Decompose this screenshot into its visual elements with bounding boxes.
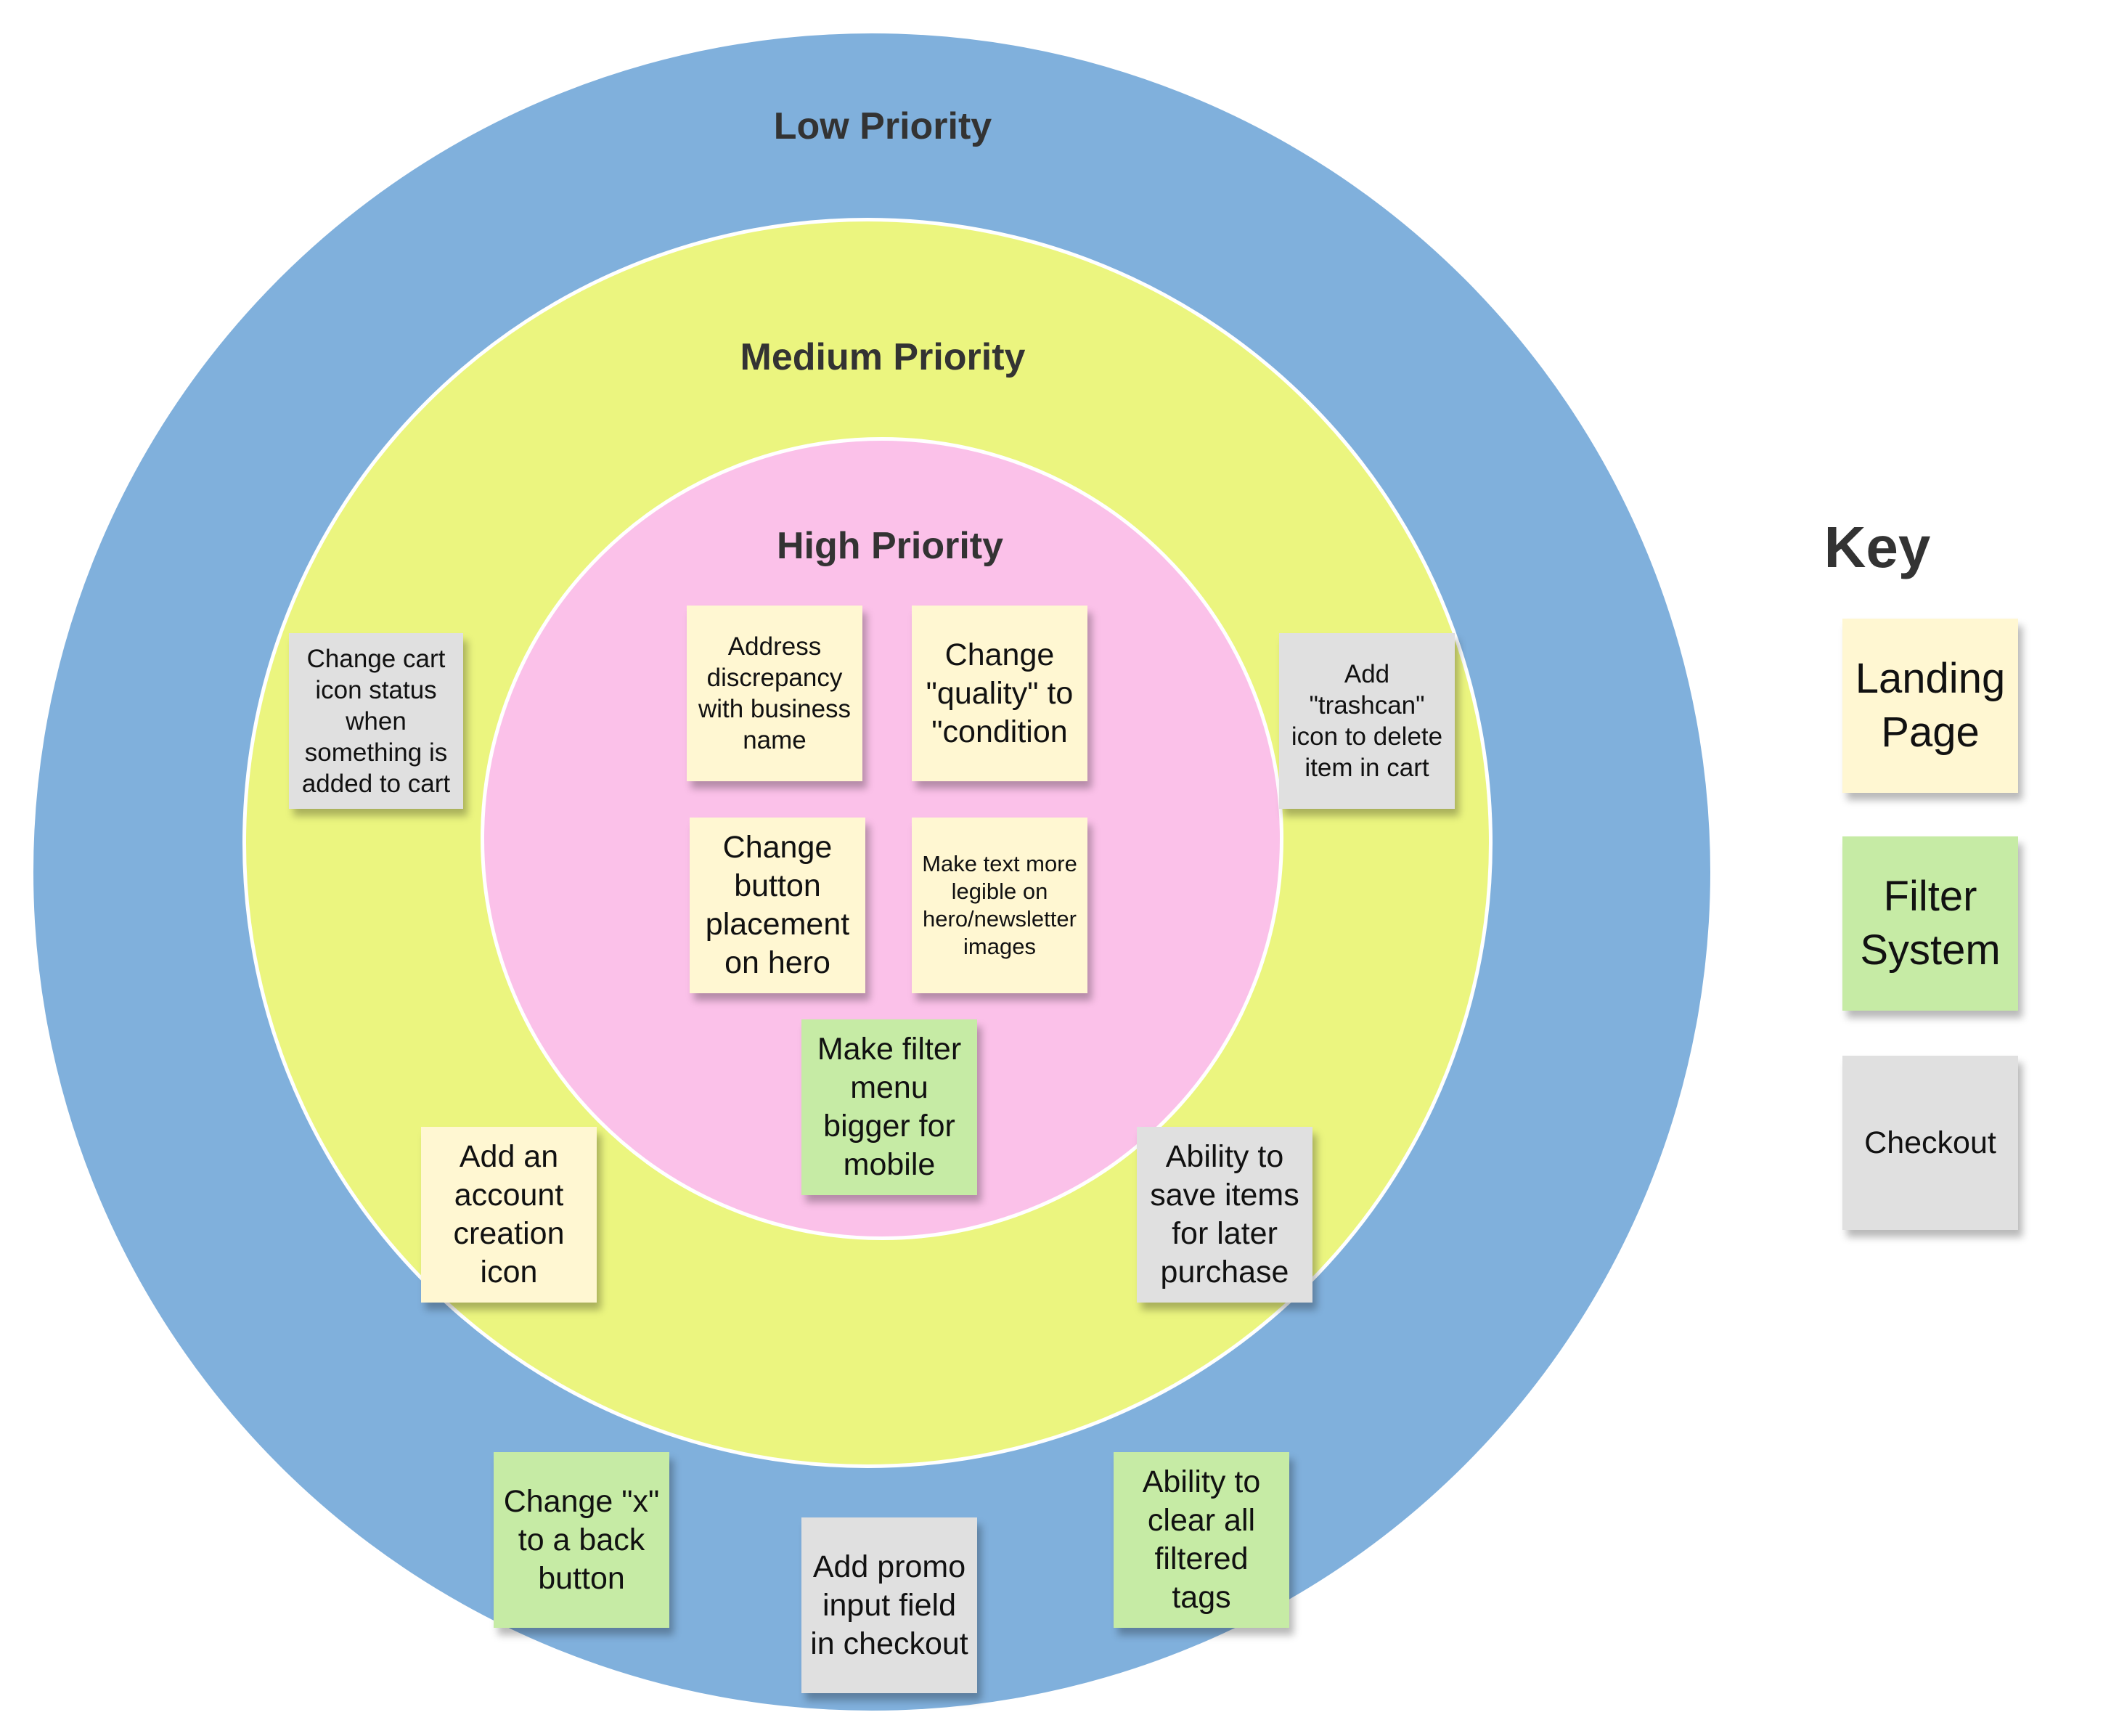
sticky-note-clear-filtered-tags[interactable]: Ability to clear all filtered tags [1114, 1452, 1289, 1628]
sticky-note-text: Add "trashcan" icon to delete item in ca… [1291, 660, 1443, 782]
sticky-note-text: Change "quality" to "condition [926, 637, 1074, 749]
sticky-note-text: Add promo input field in checkout [810, 1549, 968, 1661]
key-item-landing-page: Landing Page [1842, 619, 2018, 793]
sticky-note-promo-input[interactable]: Add promo input field in checkout [801, 1517, 977, 1693]
key-item-checkout: Checkout [1842, 1056, 2018, 1230]
sticky-note-text: Change button placement on hero [705, 830, 850, 980]
key-item-label: Filter System [1860, 873, 2001, 974]
sticky-note-change-quality[interactable]: Change "quality" to "condition [912, 606, 1087, 781]
sticky-note-text: Address discrepancy with business name [698, 632, 852, 754]
sticky-note-text: Make filter menu bigger for mobile [817, 1032, 962, 1182]
sticky-note-change-button-placement[interactable]: Change button placement on hero [690, 818, 865, 993]
sticky-note-text: Ability to clear all filtered tags [1142, 1464, 1261, 1615]
sticky-note-cart-icon-status[interactable]: Change cart icon status when something i… [289, 633, 463, 809]
sticky-note-x-to-back-button[interactable]: Change "x" to a back button [494, 1452, 669, 1628]
ring-high-priority [481, 437, 1283, 1240]
key-item-label: Landing Page [1855, 655, 2006, 756]
high-priority-label: High Priority [776, 525, 1004, 567]
sticky-note-trashcan-icon[interactable]: Add "trashcan" icon to delete item in ca… [1279, 633, 1455, 809]
key-item-label: Checkout [1864, 1125, 1996, 1160]
sticky-note-text: Add an account creation icon [453, 1139, 565, 1289]
sticky-note-text: Make text more legible on hero/newslette… [922, 851, 1077, 959]
sticky-note-text: Change "x" to a back button [503, 1483, 660, 1596]
sticky-note-make-text-legible[interactable]: Make text more legible on hero/newslette… [912, 818, 1087, 993]
sticky-note-text: Ability to save items for later purchase [1150, 1139, 1299, 1289]
sticky-note-account-creation-icon[interactable]: Add an account creation icon [421, 1127, 597, 1303]
medium-priority-label: Medium Priority [740, 336, 1026, 378]
key-item-filter-system: Filter System [1842, 836, 2018, 1011]
sticky-note-address-discrepancy[interactable]: Address discrepancy with business name [687, 606, 862, 781]
sticky-note-text: Change cart icon status when something i… [301, 644, 451, 798]
sticky-note-save-for-later[interactable]: Ability to save items for later purchase [1137, 1127, 1312, 1303]
key-title: Key [1824, 515, 1931, 579]
low-priority-label: Low Priority [773, 105, 992, 147]
sticky-note-filter-menu-bigger[interactable]: Make filter menu bigger for mobile [801, 1019, 977, 1195]
